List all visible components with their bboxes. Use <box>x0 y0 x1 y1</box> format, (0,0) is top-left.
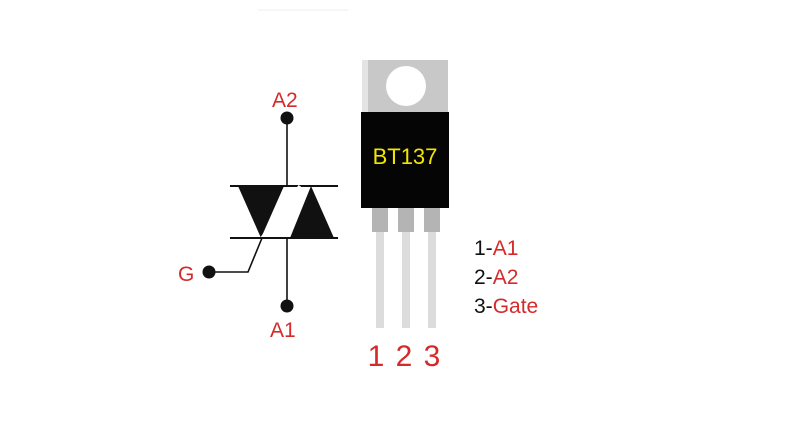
to220-package: BT137 1 2 3 <box>361 60 449 373</box>
metal-tab-highlight <box>362 60 368 112</box>
part-number-label: BT137 <box>373 144 438 169</box>
a1-terminal-dot <box>280 299 294 313</box>
pin-mapping-number: 1- <box>474 237 493 260</box>
package-body <box>361 112 449 208</box>
lead-1 <box>376 232 384 328</box>
triac-triangle-up <box>290 186 334 238</box>
lead-3-shoulder <box>424 208 440 232</box>
triac-triangle-down <box>238 186 284 238</box>
gate-terminal-dot <box>202 265 216 279</box>
pin-mapping-row: 1-A1 <box>474 234 538 263</box>
a2-label: A2 <box>272 89 298 112</box>
lead-2-shoulder <box>398 208 414 232</box>
pin-number-1: 1 <box>368 340 385 373</box>
triac-symbol: A2 A1 G <box>178 89 338 342</box>
pin-number-2: 2 <box>396 340 413 373</box>
lead-2 <box>402 232 410 328</box>
lead-3 <box>428 232 436 328</box>
a1-label: A1 <box>270 319 296 342</box>
package-leads <box>372 208 440 328</box>
pin-mapping-legend: 1-A1 2-A2 3-Gate <box>474 234 538 321</box>
pin-mapping-number: 2- <box>474 266 493 289</box>
pin-mapping-row: 2-A2 <box>474 263 538 292</box>
gate-lead-wire <box>211 237 263 273</box>
pin-mapping-name: A2 <box>492 266 519 289</box>
triac-diagonal-cut <box>260 184 302 240</box>
pin-mapping-name: Gate <box>492 295 539 318</box>
mounting-hole <box>386 66 426 106</box>
pin-mapping-number: 3- <box>474 295 493 318</box>
pin-mapping-name: A1 <box>492 237 519 260</box>
pin-number-3: 3 <box>424 340 441 373</box>
gate-label: G <box>178 263 194 286</box>
pin-mapping-row: 3-Gate <box>474 292 538 321</box>
lead-1-shoulder <box>372 208 388 232</box>
